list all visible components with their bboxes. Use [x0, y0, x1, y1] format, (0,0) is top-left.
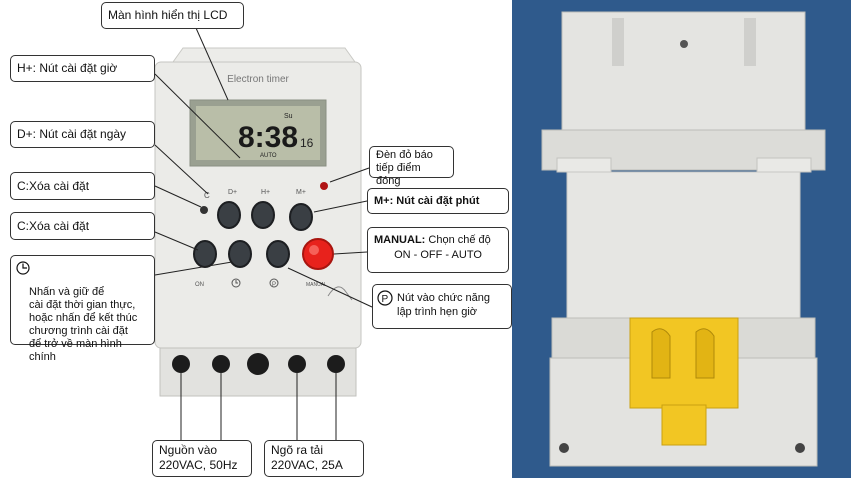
terminal-3	[247, 353, 269, 375]
terminal-2	[212, 355, 230, 373]
button-on-off[interactable]	[193, 240, 217, 268]
terminal-4	[288, 355, 306, 373]
program-symbol-icon: P	[269, 278, 279, 288]
terminal-5	[327, 355, 345, 373]
back-body	[566, 171, 801, 323]
manual-button-glare	[309, 245, 319, 255]
lcd-day-indicator: Su	[284, 113, 293, 120]
callout-red-led: Đèn đỏ báo tiếp điểm đóng	[369, 146, 454, 187]
brand-label: Electron timer	[227, 74, 289, 85]
label-d: D+	[228, 189, 237, 196]
reset-hole[interactable]	[200, 206, 208, 214]
device-back-photo	[512, 0, 851, 478]
label-c: C	[204, 191, 210, 200]
callout-hour-button: H+: Nút cài đặt giờ	[10, 55, 155, 82]
label-on: ON	[195, 282, 204, 288]
clock-symbol-icon	[231, 278, 241, 288]
callout-clock-button: Nhấn và giữ để cài đặt thời gian thực, h…	[10, 255, 155, 363]
callout-clear-1: C:Xóa cài đặt	[10, 172, 155, 200]
button-m-plus[interactable]	[289, 203, 313, 231]
device-diagram: Electron timer 8:38 Su 16 AUTO C D+ H+ M…	[154, 27, 373, 440]
clock-note-text: Nhấn và giữ để cài đặt thời gian thực, h…	[29, 286, 138, 363]
callout-lcd: Màn hình hiển thị LCD	[101, 2, 244, 29]
button-h-plus[interactable]	[251, 201, 275, 229]
terminal-1	[172, 355, 190, 373]
lcd-screen	[196, 106, 320, 160]
button-program[interactable]	[266, 240, 290, 268]
label-manual: MANUAL	[306, 282, 327, 288]
lcd-seconds: 16	[300, 136, 314, 150]
callout-minute-button: M+: Nút cài đặt phút	[367, 188, 509, 214]
back-top-housing	[561, 11, 806, 133]
svg-text:P: P	[272, 282, 276, 288]
button-d-plus[interactable]	[217, 201, 241, 229]
program-text: Nút vào chức năng lập trình hẹn giờ	[397, 292, 490, 318]
callout-program-button: P Nút vào chức năng lập trình hẹn giờ	[372, 284, 512, 329]
lcd-mode: AUTO	[260, 153, 277, 159]
red-led	[320, 182, 328, 190]
manual-button[interactable]	[302, 238, 334, 270]
hand-icon	[327, 286, 353, 301]
callout-clear-2: C:Xóa cài đặt	[10, 212, 155, 240]
leader-lines	[154, 27, 373, 440]
svg-text:P: P	[382, 294, 389, 305]
mounting-hole	[680, 40, 688, 48]
callout-manual-button: MANUAL: Chọn chế độ ON - OFF - AUTO	[367, 227, 509, 273]
label-h: H+	[261, 189, 270, 196]
din-rail-clip	[629, 317, 739, 446]
button-clock[interactable]	[228, 240, 252, 268]
callout-power-input: Nguồn vào 220VAC, 50Hz	[152, 440, 252, 477]
lcd-time: 8:38	[238, 121, 298, 154]
program-icon: P	[377, 290, 393, 306]
manual-modes: ON - OFF - AUTO	[394, 249, 482, 261]
manual-bold-label: MANUAL:	[374, 234, 426, 246]
clock-icon	[16, 261, 30, 275]
label-m: M+	[296, 189, 306, 196]
callout-day-button: D+: Nút cài đặt ngày	[10, 121, 155, 148]
callout-load-output: Ngõ ra tải 220VAC, 25A	[264, 440, 364, 477]
manual-label-rest: Chọn chế độ	[425, 234, 491, 246]
